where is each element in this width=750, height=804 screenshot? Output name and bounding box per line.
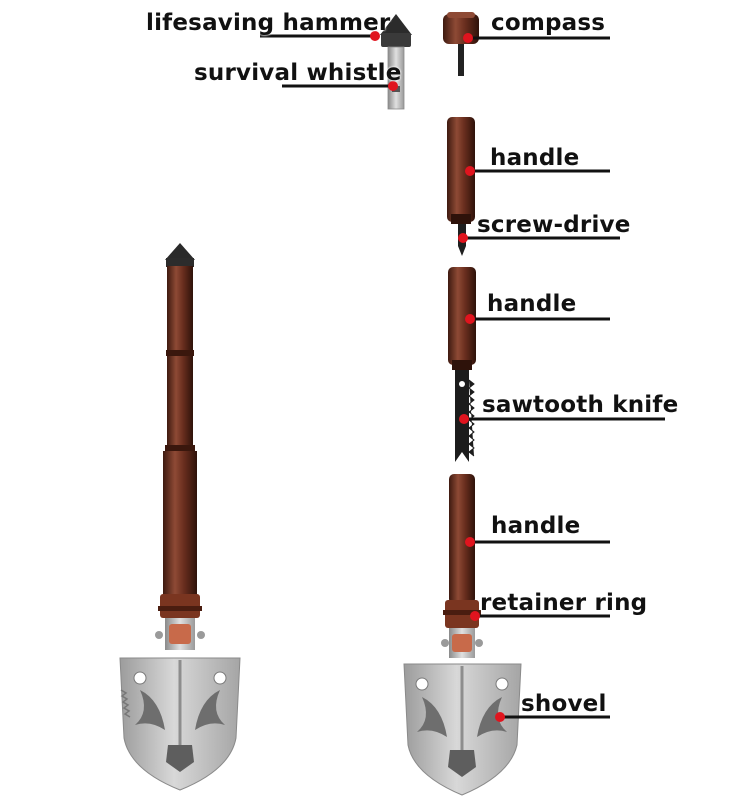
label-handle-3: handle (491, 513, 581, 539)
handle-2-foot (452, 360, 472, 370)
assembled-blade-hole-left (133, 671, 147, 685)
assembled-bolt-right (197, 631, 205, 639)
assembled-cap (166, 258, 194, 267)
assembled-handle-joint-1 (166, 350, 194, 356)
assembled-blade-skull (166, 745, 194, 772)
compass-pin (458, 44, 464, 76)
hammer-base (381, 33, 411, 47)
sawtooth-hole (459, 381, 465, 387)
assembled-bolt-left (155, 631, 163, 639)
assembled-blade-pattern-right (195, 690, 225, 730)
marker-lifesaving-hammer (370, 31, 380, 41)
label-compass: compass (491, 10, 606, 36)
label-survival-whistle: survival whistle (194, 60, 402, 86)
handle-3-shovel-part (403, 474, 522, 796)
assembled-nut (169, 624, 191, 644)
assembled-handle-lower (163, 451, 197, 596)
whistle-tube (387, 46, 405, 110)
label-sawtooth-knife: sawtooth knife (482, 392, 679, 418)
assembled-tip-cap (165, 243, 195, 260)
compass-part (443, 12, 479, 76)
shovel-skull (448, 750, 476, 777)
marker-survival-whistle (388, 81, 398, 91)
marker-handle-3 (465, 537, 475, 547)
retainer-ring-band (443, 610, 481, 615)
marker-handle-2 (465, 314, 475, 324)
handle-2-body (448, 267, 476, 365)
assembled-shovel (119, 243, 241, 791)
assembled-blade-pattern-left (135, 690, 165, 730)
label-retainer-ring: retainer ring (480, 590, 648, 616)
label-screw-drive: screw-drive (477, 212, 631, 238)
shovel-pattern-left (417, 697, 447, 737)
handle-1-part (447, 117, 475, 256)
leader-lines (260, 34, 665, 719)
shovel-bolt-right (475, 639, 483, 647)
marker-handle-1 (465, 166, 475, 176)
marker-shovel (495, 712, 505, 722)
assembled-blade-teeth (120, 689, 131, 718)
markers (370, 31, 505, 722)
shovel-pattern-right (477, 697, 507, 737)
handle-1-foot (451, 214, 471, 224)
handle-3-body (449, 474, 475, 604)
compass-cap-top (447, 12, 475, 18)
hammer-whistle-part (380, 14, 412, 110)
label-shovel: shovel (521, 691, 607, 717)
label-lifesaving-hammer: lifesaving hammer (146, 10, 391, 36)
marker-sawtooth-knife (459, 414, 469, 424)
handle-2-part (448, 267, 476, 462)
label-handle-2: handle (487, 291, 577, 317)
shovel-hole-left (415, 677, 429, 691)
shovel-nut (452, 634, 472, 652)
assembled-handle-joint-2 (165, 445, 195, 451)
handle-1-body (447, 117, 475, 222)
label-handle-1: handle (490, 145, 580, 171)
shovel-bolt-left (441, 639, 449, 647)
marker-retainer-ring (470, 611, 480, 621)
hammer-tip (380, 14, 412, 35)
marker-compass (463, 33, 473, 43)
marker-screw-drive (458, 233, 468, 243)
assembled-collar-ring (158, 606, 202, 611)
shovel-hole-right (495, 677, 509, 691)
assembled-blade-hole-right (213, 671, 227, 685)
